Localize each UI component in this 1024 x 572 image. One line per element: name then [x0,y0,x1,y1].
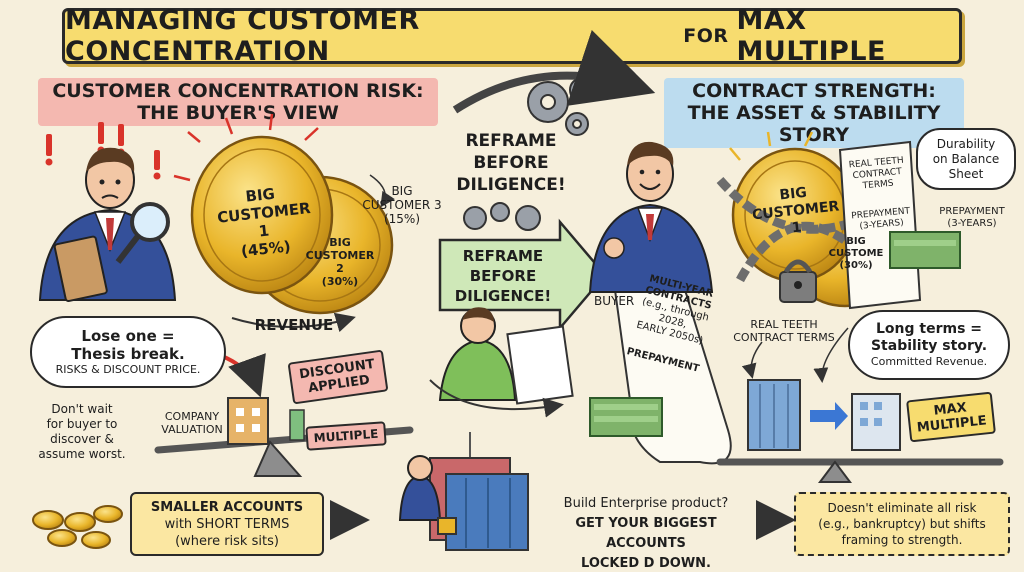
durability-cloud: Durability on Balance Sheet [916,128,1016,190]
title-part2: FOR [683,25,729,47]
small-coins-icon [32,505,123,549]
smaller-line2: with SHORT TERMS [164,516,290,532]
dont-wait-note: Don't wait for buyer to discover & assum… [28,402,136,462]
prepay-line1: PREPAYMENT [939,206,1005,217]
top-flow-arrow [452,29,656,114]
coin3-line1: BIG [391,184,413,198]
cash-stack-icon [889,231,961,269]
left-section-header: CUSTOMER CONCENTRATION RISK: THE BUYER'S… [38,78,438,126]
contract-scroll [589,266,732,465]
teeth-line2: CONTRACT TERMS [733,331,835,344]
confident-seller-illustration [588,141,714,293]
right-section-header: CONTRACT STRENGTH: THE ASSET & STABILITY… [664,78,964,148]
cloud-line2: Thesis break. [71,345,185,363]
right-coin-label-2: BIG CUSTOME (30%) [826,236,886,272]
worried-analyst-illustration [38,147,177,302]
left-header-line2: THE BUYER'S VIEW [137,102,339,124]
reframe-top-line2: BEFORE [473,153,549,173]
caveat-line3: framing to strength. [841,533,963,547]
caveat-line2: (e.g., bankruptcy) but shifts [818,517,986,531]
title-banner: MANAGING CUSTOMER CONCENTRATION FOR MAX … [62,5,962,67]
risk-arrow [221,353,266,398]
reframe-arrow-text: REFRAME BEFORE DILIGENCE! [446,246,560,306]
container-illustration [398,432,529,551]
reframe-arrow-line2: BEFORE [469,267,537,285]
right-header-line1: CONTRACT STRENGTH: [692,80,936,102]
revenue-label: REVENUE [254,316,334,334]
right-header-line2: THE ASSET & STABILITY STORY [687,102,941,146]
thesis-break-cloud: Lose one = Thesis break. RISKS & DISCOUN… [30,316,226,388]
dont-wait-line2: for buyer to [46,417,118,431]
enterprise-line2: GET YOUR BIGGEST ACCOUNTS [575,516,717,551]
dont-wait-line4: assume worst. [38,447,126,461]
coin-label-big-customer-2: BIG CUSTOMER 2 (30%) [300,236,380,288]
company-valuation-label: COMPANY VALUATION [150,410,234,436]
title-part3: MAX MULTIPLE [736,5,886,67]
coin-label-big-customer-1: BIG CUSTOMER 1 (45%) [214,181,311,262]
max-multiple-tag: MAX MULTIPLE [906,391,996,443]
rcoin2-line1: BIG [846,236,866,247]
stability-line3: Committed Revenue. [870,355,988,368]
durability-line1: Durability [936,136,996,151]
enterprise-callout: Build Enterprise product? GET YOUR BIGGE… [534,494,758,572]
building-illustration [747,379,901,451]
real-teeth-label: REAL TEETH CONTRACT TERMS [722,318,846,344]
right-coin-label-1: BIG CUSTOMER 1 [750,182,841,242]
left-header-line1: CUSTOMER CONCENTRATION RISK: [52,80,424,102]
reframe-top-line1: REFRAME [465,131,557,151]
dont-wait-line3: discover & [50,432,114,446]
max-line2: MULTIPLE [916,413,988,436]
durability-line2: on Balance [932,151,1000,166]
reframe-top-line3: DILIGENCE! [456,175,566,195]
dont-wait-line1: Don't wait [51,402,113,416]
coin-rays [173,113,319,182]
contract-paper-text: REAL TEETH CONTRACT TERMS PREPAYMENT (3-… [843,155,915,233]
coin-rays-right [729,131,814,161]
smaller-line3: (where risk sits) [175,533,279,549]
stability-cloud: Long terms = Stability story. Committed … [848,310,1010,380]
valuation-line2: VALUATION [161,423,223,436]
coin3-line3: (15%) [383,212,421,226]
coin2-line2: CUSTOMER 2 [305,249,375,275]
coin2-line1: BIG [329,236,351,249]
smaller-accounts-box: SMALLER ACCOUNTS with SHORT TERMS (where… [130,492,324,556]
reframe-arrow-shape [438,218,607,332]
risk-caveat-box: Doesn't eliminate all risk (e.g., bankru… [794,492,1010,556]
caveat-line1: Doesn't eliminate all risk [827,501,977,515]
smaller-line1: SMALLER ACCOUNTS [150,499,304,515]
revenue-arrow [231,312,356,333]
coin-stack-left [190,135,394,315]
cloud-line3: RISKS & DISCOUNT PRICE. [55,363,201,376]
teeth-line1: REAL TEETH [750,318,818,331]
reframe-arrow-line3: DILIGENCE! [454,287,552,305]
reframe-heading: REFRAME BEFORE DILIGENCE! [436,130,586,196]
presenter-illustration [438,307,574,405]
rcoin2-line2: CUSTOME [828,248,884,259]
coin-label-big-customer-3: BIG CUSTOMER 3 (15%) [360,184,444,226]
durability-line3: Sheet [948,166,984,181]
prepay-line2: (3-YEARS) [947,218,997,229]
coin2-line3: (30%) [321,275,359,288]
enterprise-line1: Build Enterprise product? [563,496,729,511]
prepayment-label: PREPAYMENT (3-YEARS) [930,206,1014,230]
buyer-label: BUYER [594,294,635,308]
stability-line1: Long terms = [875,321,983,337]
valuation-line1: COMPANY [164,410,220,423]
reframe-arrow-line1: REFRAME [462,247,544,265]
rcoin2-line3: (30%) [839,260,873,271]
stability-line2: Stability story. [870,338,988,354]
coin3-line2: CUSTOMER 3 [362,198,442,212]
cloud-line1: Lose one = [81,327,175,345]
enterprise-line3: LOCKED D DOWN. [581,556,711,571]
title-part1: MANAGING CUSTOMER CONCENTRATION [65,5,420,67]
